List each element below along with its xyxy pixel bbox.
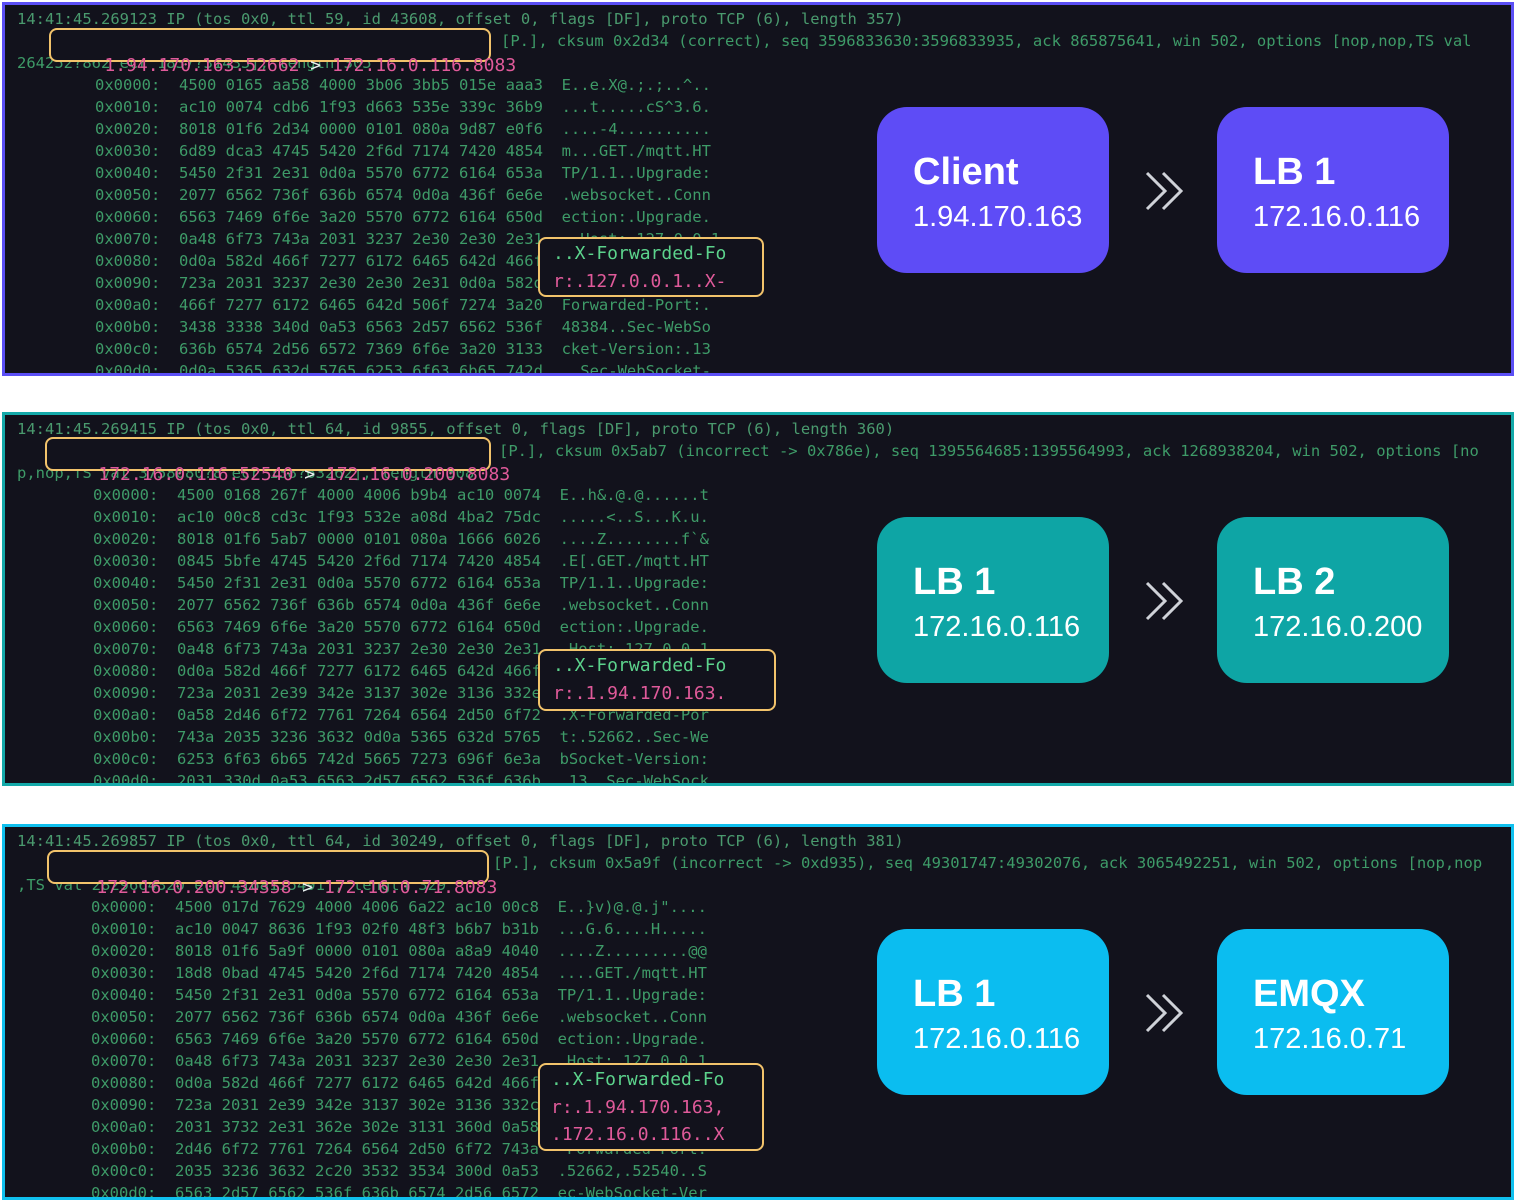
source-address: 1.94.170.163.52662 (104, 55, 300, 76)
chevron-right-icon (1145, 581, 1184, 621)
hex-row: 0x0050: 2077 6562 736f 636b 6574 0d0a 43… (91, 1008, 707, 1026)
hex-row: 0x0040: 5450 2f31 2e31 0d0a 5570 6772 61… (93, 574, 709, 592)
connection-line: 172.16.0.116.52540 > 172.16.0.200.8083 (55, 442, 510, 508)
hex-row: 0x0000: 4500 0168 267f 4000 4006 b9b4 ac… (93, 486, 709, 504)
node-title: LB 1 (913, 973, 996, 1015)
hex-row: 0x0040: 5450 2f31 2e31 0d0a 5570 6772 61… (95, 164, 711, 182)
destination-address: 172.16.0.116.8083 (331, 55, 517, 76)
xff-line-2: r:.1.94.170.163, (551, 1097, 724, 1119)
direction-arrow: > (291, 877, 324, 898)
hex-row: 0x0010: ac10 00c8 cd3c 1f93 532e a08d 4b… (93, 508, 709, 526)
xff-highlight (538, 237, 764, 297)
packet-details: [P.], cksum 0x5ab7 (incorrect -> 0x786e)… (499, 442, 1479, 460)
xff-line-2: r:.1.94.170.163. (553, 683, 726, 705)
lb1-node: LB 1 172.16.0.116 (877, 929, 1109, 1095)
panel-client-to-lb1: 14:41:45.269123 IP (tos 0x0, ttl 59, id … (2, 2, 1514, 376)
connection-highlight (45, 437, 491, 471)
node-ip: 172.16.0.116 (913, 611, 1081, 643)
node-title: LB 1 (913, 561, 996, 603)
hex-row: 0x00b0: 3438 3338 340d 0a53 6563 2d57 65… (95, 318, 711, 336)
destination-address: 172.16.0.71.8083 (323, 877, 498, 898)
node-title: LB 1 (1253, 151, 1336, 193)
panel-lb1-to-lb2: 14:41:45.269415 IP (tos 0x0, ttl 64, id … (2, 412, 1514, 786)
hex-row: 0x00a0: 466f 7277 6172 6465 642d 506f 72… (95, 296, 711, 314)
hex-row: 0x0020: 8018 01f6 5ab7 0000 0101 080a 16… (93, 530, 709, 548)
chevron-right-icon (1145, 171, 1184, 211)
connection-highlight (49, 28, 491, 62)
hex-row: 0x0040: 5450 2f31 2e31 0d0a 5570 6772 61… (91, 986, 707, 1004)
hex-row: 0x0060: 6563 7469 6f6e 3a20 5570 6772 61… (95, 208, 711, 226)
hex-row: 0x0010: ac10 0047 8636 1f93 02f0 48f3 b6… (91, 920, 707, 938)
source-address: 172.16.0.200.34358 (96, 877, 292, 898)
hex-row: 0x0020: 8018 01f6 5a9f 0000 0101 080a a8… (91, 942, 707, 960)
hex-row: 0x0030: 6d89 dca3 4745 5420 2f6d 7174 74… (95, 142, 711, 160)
hex-row: 0x00c0: 6253 6f63 6b65 742d 5665 7273 69… (93, 750, 709, 768)
destination-address: 172.16.0.200.8083 (325, 464, 511, 485)
connection-highlight (47, 850, 489, 884)
node-title: EMQX (1253, 973, 1365, 1015)
hex-row: 0x0050: 2077 6562 736f 636b 6574 0d0a 43… (93, 596, 709, 614)
lb1-node: LB 1 172.16.0.116 (1217, 107, 1449, 273)
packet-header: 14:41:45.269415 IP (tos 0x0, ttl 64, id … (17, 420, 895, 438)
chevron-right-icon (1145, 993, 1184, 1033)
direction-arrow: > (299, 55, 332, 76)
panel-lb2-to-emqx: 14:41:45.269857 IP (tos 0x0, ttl 64, id … (2, 824, 1514, 1200)
xff-line-1: ..X-Forwarded-Fo (553, 243, 727, 264)
hex-row: 0x0030: 18d8 0bad 4745 5420 2f6d 7174 74… (91, 964, 707, 982)
hex-row: 0x0060: 6563 7469 6f6e 3a20 5570 6772 61… (91, 1030, 707, 1048)
hex-row: 0x0050: 2077 6562 736f 636b 6574 0d0a 43… (95, 186, 711, 204)
hex-row: 0x00c0: 636b 6574 2d56 6572 7369 6f6e 3a… (95, 340, 711, 358)
packet-header: 14:41:45.269123 IP (tos 0x0, ttl 59, id … (17, 10, 904, 28)
node-ip: 172.16.0.116 (913, 1023, 1081, 1055)
node-title: LB 2 (1253, 561, 1336, 603)
xff-line-1: ..X-Forwarded-Fo (553, 655, 727, 676)
xff-highlight (538, 649, 776, 711)
direction-arrow: > (293, 464, 326, 485)
xff-value: .172.16.0.116..X (551, 1124, 725, 1145)
hex-row: 0x0060: 6563 7469 6f6e 3a20 5570 6772 61… (93, 618, 709, 636)
xff-value: r:.1.94.170.163. (553, 683, 727, 704)
packet-details: [P.], cksum 0x2d34 (correct), seq 359683… (501, 32, 1472, 50)
source-address: 172.16.0.116.52540 (98, 464, 294, 485)
node-ip: 172.16.0.116 (1253, 201, 1421, 233)
hex-row: 0x00c0: 2035 3236 3632 2c20 3532 3534 30… (91, 1162, 707, 1180)
xff-highlight (538, 1063, 764, 1151)
lb2-node: LB 2 172.16.0.200 (1217, 517, 1449, 683)
node-title: Client (913, 151, 1019, 193)
hex-row: 0x0020: 8018 01f6 2d34 0000 0101 080a 9d… (95, 120, 711, 138)
packet-details: [P.], cksum 0x5a9f (incorrect -> 0xd935)… (493, 854, 1483, 872)
hex-row: 0x00d0: 2031 330d 0a53 6563 2d57 6562 53… (93, 772, 709, 786)
client-node: Client 1.94.170.163 (877, 107, 1109, 273)
xff-line-1: ..X-Forwarded-Fo (551, 1069, 725, 1090)
hex-row: 0x0000: 4500 0165 aa58 4000 3b06 3bb5 01… (95, 76, 711, 94)
node-ip: 172.16.0.200 (1253, 611, 1423, 643)
xff-line-2: r:.127.0.0.1..X- (553, 271, 726, 293)
emqx-node: EMQX 172.16.0.71 (1217, 929, 1449, 1095)
hex-row: 0x0000: 4500 017d 7629 4000 4006 6a22 ac… (91, 898, 707, 916)
hex-row: 0x00b0: 743a 2035 3236 3632 0d0a 5365 63… (93, 728, 709, 746)
lb1-node: LB 1 172.16.0.116 (877, 517, 1109, 683)
hex-row: 0x0010: ac10 0074 cdb6 1f93 d663 535e 33… (95, 98, 711, 116)
node-ip: 172.16.0.71 (1253, 1023, 1407, 1055)
hex-row: 0x0030: 0845 5bfe 4745 5420 2f6d 7174 74… (93, 552, 709, 570)
hex-row: 0x00d0: 0d0a 5365 632d 5765 6253 6f63 6b… (95, 362, 711, 376)
hex-row: 0x00d0: 6563 2d57 6562 536f 636b 6574 2d… (91, 1184, 707, 1200)
xff-value: r:.127.0.0.1..X- (553, 271, 727, 292)
xff-line-3: .172.16.0.116..X (551, 1124, 724, 1146)
node-ip: 1.94.170.163 (913, 201, 1083, 233)
xff-value: r:.1.94.170.163, (551, 1097, 725, 1118)
connection-line: 172.16.0.200.34358 > 172.16.0.71.8083 (53, 855, 497, 921)
packet-header: 14:41:45.269857 IP (tos 0x0, ttl 64, id … (17, 832, 904, 850)
connection-line: 1.94.170.163.52662 > 172.16.0.116.8083 (61, 33, 516, 99)
